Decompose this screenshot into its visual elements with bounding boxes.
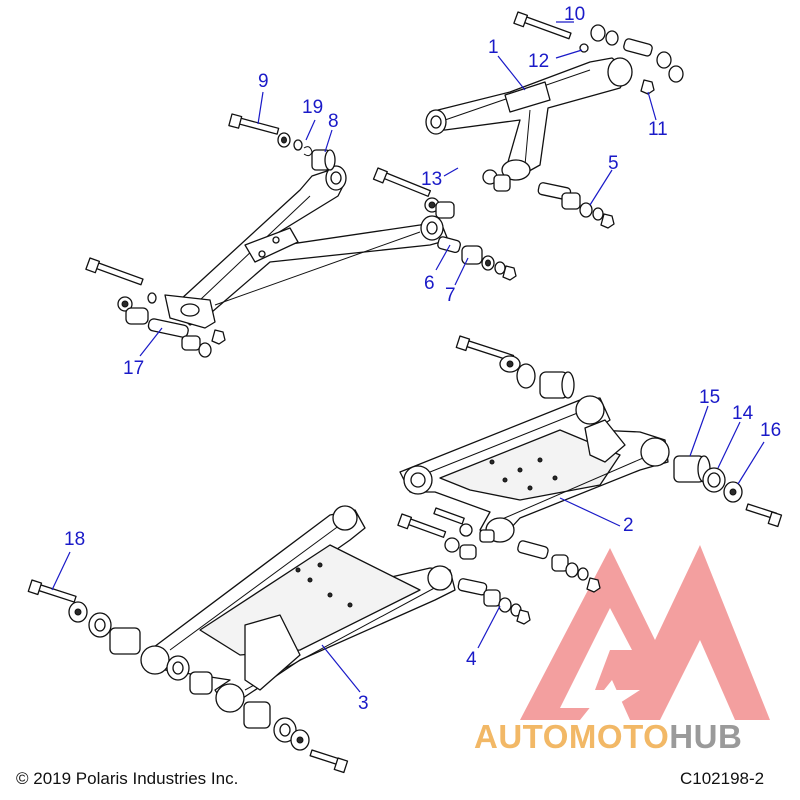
callout-16: 16: [760, 420, 782, 441]
bolt-17: [85, 257, 226, 358]
callout-12: 12: [528, 51, 550, 72]
leader-14: [717, 421, 741, 469]
leader-12: [555, 49, 583, 59]
bolt-18: [27, 579, 349, 774]
callout-13: 13: [421, 169, 443, 190]
callout-6: 6: [424, 273, 435, 294]
drawing-number: C102198-2: [680, 769, 765, 788]
callout-3: 3: [358, 693, 369, 714]
upper-right-a-arm: [425, 57, 633, 181]
upper-left-a-arm: [164, 165, 449, 329]
leader-6: [435, 244, 451, 271]
watermark-moto: MOTO: [568, 718, 670, 755]
leader-7: [454, 257, 469, 286]
leader-lines: [51, 21, 765, 693]
callout-4: 4: [466, 649, 477, 670]
leader-18: [51, 551, 71, 591]
leader-5: [589, 169, 613, 206]
callout-17: 17: [123, 358, 145, 379]
bolt-9: [228, 113, 336, 171]
leader-17: [139, 327, 163, 357]
leader-13: [443, 167, 459, 177]
leader-3: [321, 644, 361, 693]
leader-4: [477, 605, 501, 649]
leader-2: [559, 497, 621, 527]
leader-1: [497, 55, 526, 91]
watermark-logo: [520, 545, 770, 720]
watermark-hub: HUB: [669, 718, 743, 755]
leader-9: [257, 91, 264, 125]
bushing-4: [397, 507, 601, 625]
callout-1: 1: [488, 37, 499, 58]
watermark-auto: AUTO: [474, 718, 569, 755]
lower-left-a-arm: [140, 505, 456, 713]
lower-right-a-arm: [399, 395, 670, 543]
leader-15: [689, 405, 709, 457]
callout-5: 5: [608, 153, 619, 174]
lower-right-arm-bolt: [455, 335, 575, 399]
callout-14: 14: [732, 403, 754, 424]
bolt-10: [513, 11, 684, 95]
bushing-5: [482, 169, 615, 229]
watermark-wordmark: AUTOMOTOHUB: [474, 720, 742, 753]
callout-2: 2: [623, 515, 634, 536]
leader-19: [305, 119, 316, 141]
callout-10: 10: [564, 4, 586, 25]
leader-16: [737, 441, 765, 485]
callout-8: 8: [328, 111, 339, 132]
bolt-13: [372, 167, 455, 219]
leader-8: [324, 129, 333, 153]
copyright-notice: © 2019 Polaris Industries Inc.: [16, 769, 239, 788]
bushing-6-7: [437, 236, 517, 281]
callout-18: 18: [64, 529, 86, 550]
callout-9: 9: [258, 71, 269, 92]
callout-15: 15: [699, 387, 721, 408]
callout-7: 7: [445, 285, 456, 306]
leader-11: [647, 91, 657, 121]
callout-11: 11: [648, 119, 668, 140]
bushing-14-15-16: [673, 455, 783, 528]
callout-19: 19: [302, 97, 324, 118]
